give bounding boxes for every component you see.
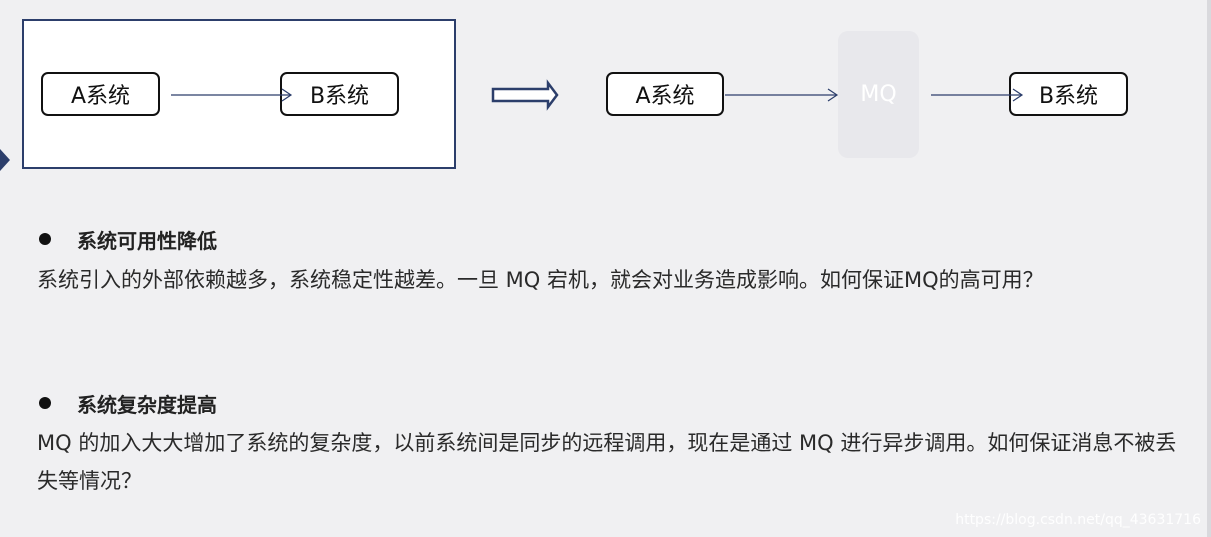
bullet-icon bbox=[39, 233, 51, 245]
after-a-to-mq-arrow bbox=[725, 88, 839, 102]
before-a-to-b-arrow bbox=[171, 88, 293, 102]
scrollbar-edge[interactable] bbox=[1207, 0, 1211, 537]
mq-box: MQ bbox=[838, 31, 919, 158]
watermark-url: https://blog.csdn.net/qq_43631716 bbox=[955, 512, 1201, 528]
left-pointer-marker bbox=[0, 149, 10, 171]
section-heading-availability: 系统可用性降低 bbox=[77, 229, 217, 253]
bullet-icon bbox=[39, 397, 51, 409]
section-heading-complexity: 系统复杂度提高 bbox=[77, 393, 217, 417]
section-body-complexity: MQ 的加入大大增加了系统的复杂度，以前系统间是同步的远程调用，现在是通过 MQ… bbox=[37, 431, 1177, 493]
before-system-a-box: A系统 bbox=[41, 72, 160, 116]
after-mq-to-b-arrow bbox=[931, 88, 1024, 102]
transform-hollow-arrow bbox=[491, 79, 559, 111]
diagram-connectors bbox=[171, 79, 1024, 111]
before-system-b-box: B系统 bbox=[280, 72, 399, 116]
after-system-b-box: B系统 bbox=[1009, 72, 1128, 116]
after-system-a-box: A系统 bbox=[606, 72, 724, 116]
section-body-availability: 系统引入的外部依赖越多，系统稳定性越差。一旦 MQ 宕机，就会对业务造成影响。如… bbox=[37, 268, 1044, 292]
